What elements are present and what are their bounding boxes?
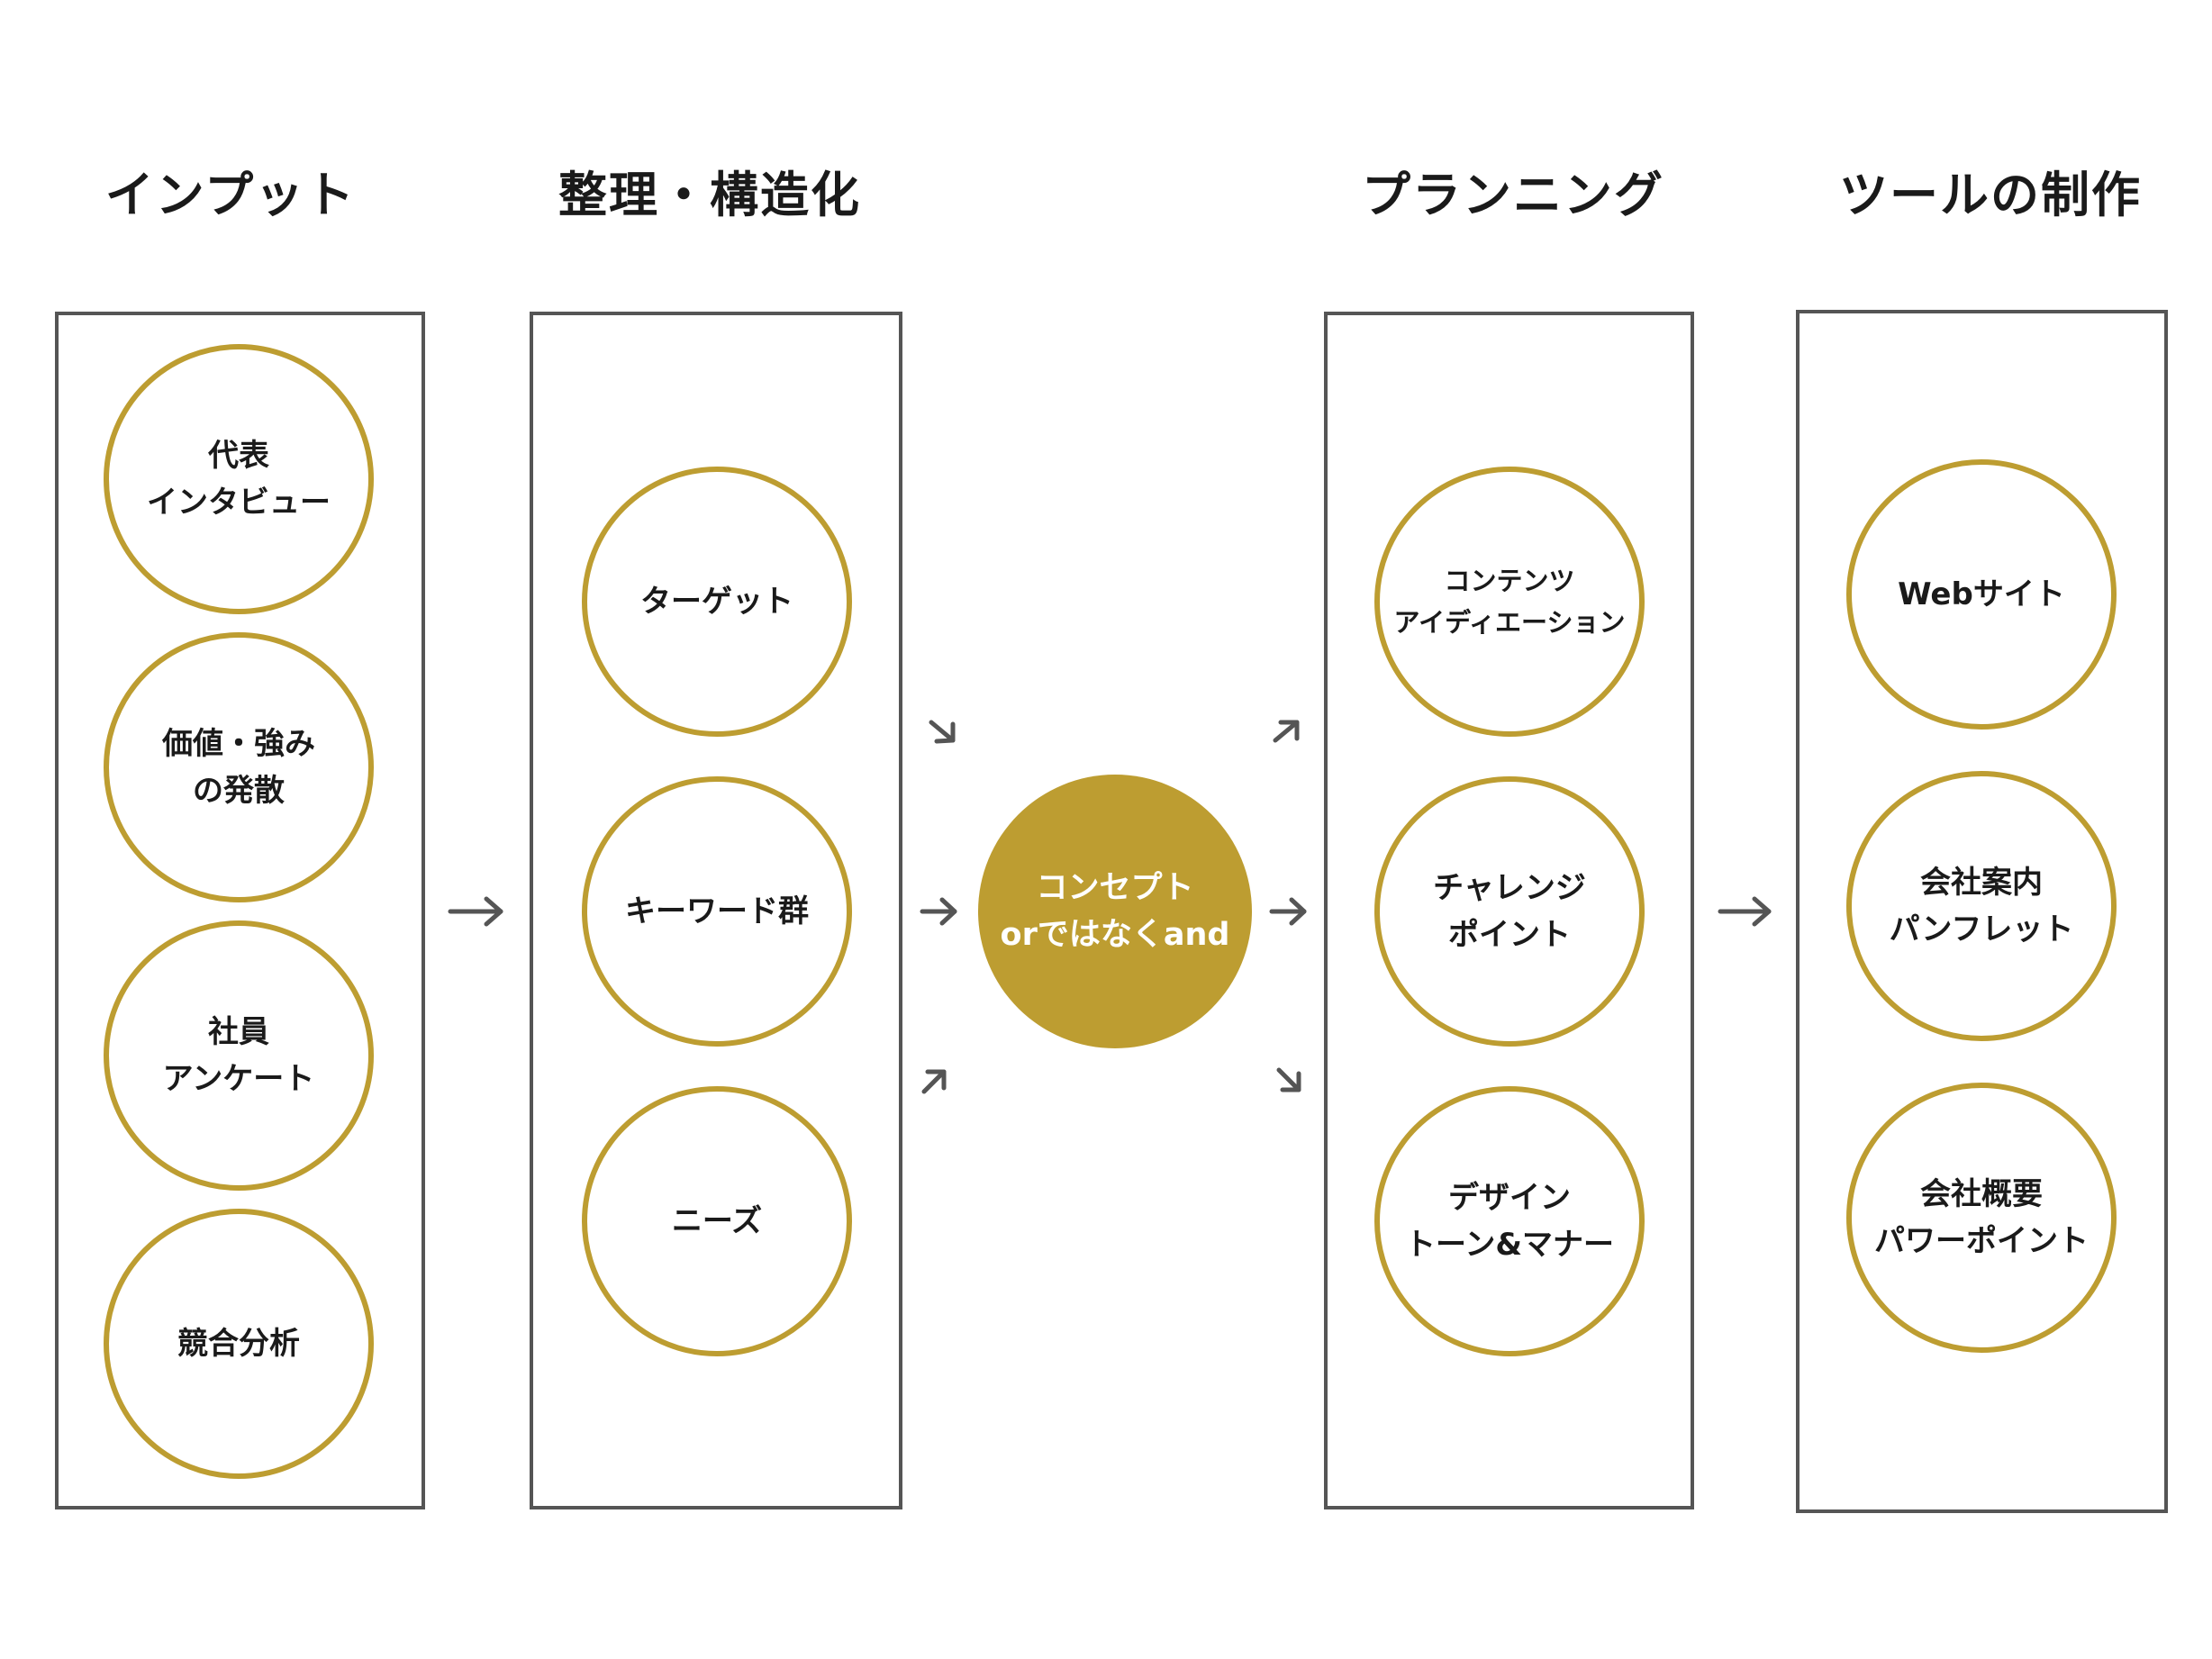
node-label-line: 代表 bbox=[208, 438, 269, 474]
node-label-line: ポイント bbox=[1448, 917, 1571, 953]
node-label-line: 会社概要 bbox=[1920, 1176, 2043, 1212]
heading-input: インプット bbox=[104, 167, 357, 223]
node-label-line: インタビュー bbox=[147, 485, 331, 521]
planning-column bbox=[1324, 312, 1694, 1509]
node-label-line: 価値・強み bbox=[162, 726, 315, 762]
node-value-strengths: 価値・強み の発散 bbox=[104, 632, 374, 902]
concept-label-line: コンセプト bbox=[1036, 870, 1194, 906]
node-label-line: の発散 bbox=[193, 773, 285, 809]
node-label-line: デザイン bbox=[1448, 1180, 1571, 1216]
node-label-line: コンテンツ bbox=[1444, 566, 1575, 596]
arrow-up-right-icon bbox=[921, 1069, 947, 1094]
concept-label-line: orではなくand bbox=[1000, 917, 1230, 953]
arrow-down-right-icon bbox=[1276, 1067, 1301, 1092]
node-target: ターゲット bbox=[582, 467, 852, 737]
node-needs: ニーズ bbox=[582, 1086, 852, 1356]
node-ceo-interview: 代表 インタビュー bbox=[104, 344, 374, 614]
node-label-line: パワーポイント bbox=[1874, 1223, 2089, 1259]
node-keywords: キーワード群 bbox=[582, 776, 852, 1047]
arrow-down-right-icon bbox=[929, 720, 956, 744]
node-company-powerpoint: 会社概要 パワーポイント bbox=[1846, 1083, 2117, 1353]
node-content-ideation: コンテンツ アイディエーション bbox=[1374, 467, 1645, 737]
node-label-line: 社員 bbox=[208, 1014, 269, 1050]
arrow-right-icon bbox=[448, 896, 503, 927]
node-label-line: ターゲット bbox=[640, 584, 793, 620]
node-label-line: 競合分析 bbox=[177, 1326, 300, 1362]
organize-column bbox=[530, 312, 902, 1509]
node-label-line: チャレンジ bbox=[1433, 870, 1586, 906]
production-column bbox=[1796, 310, 2168, 1513]
node-competitor-analysis: 競合分析 bbox=[104, 1209, 374, 1479]
concept-node: コンセプト orではなくand bbox=[978, 775, 1252, 1048]
heading-organize: 整理・構造化 bbox=[558, 167, 861, 223]
node-challenge-points: チャレンジ ポイント bbox=[1374, 776, 1645, 1047]
arrow-right-icon bbox=[1718, 896, 1772, 927]
heading-production: ツールの制作 bbox=[1839, 167, 2142, 223]
node-label-line: アイディエーション bbox=[1393, 607, 1626, 638]
arrow-up-right-icon bbox=[1273, 720, 1300, 743]
node-website: Webサイト bbox=[1846, 459, 2117, 730]
node-label-line: パンフレット bbox=[1889, 911, 2074, 947]
node-label-line: ニーズ bbox=[671, 1203, 763, 1239]
node-label-line: トーン&マナー bbox=[1405, 1227, 1614, 1263]
node-design-tone: デザイン トーン&マナー bbox=[1374, 1086, 1645, 1356]
arrow-right-icon bbox=[920, 897, 957, 926]
node-label-line: キーワード群 bbox=[625, 893, 809, 929]
node-employee-survey: 社員 アンケート bbox=[104, 920, 374, 1191]
node-company-brochure: 会社案内 パンフレット bbox=[1846, 771, 2117, 1041]
node-label-line: 会社案内 bbox=[1920, 865, 2043, 901]
node-label-line: Webサイト bbox=[1898, 576, 2065, 612]
heading-planning: プランニング bbox=[1362, 167, 1664, 223]
node-label-line: アンケート bbox=[162, 1061, 315, 1097]
input-column bbox=[55, 312, 425, 1509]
arrow-right-icon bbox=[1269, 897, 1307, 926]
